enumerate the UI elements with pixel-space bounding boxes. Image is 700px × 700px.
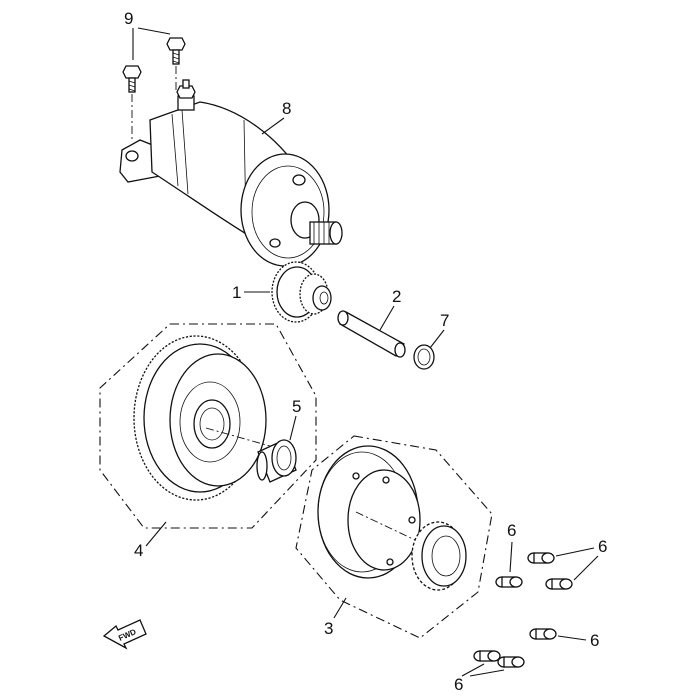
callout-label-7: 7 — [440, 311, 449, 330]
callout-label-6-upper-right: 6 — [598, 537, 607, 556]
callout-label-1: 1 — [232, 283, 241, 302]
callout-driven-gear: 4 — [134, 521, 167, 560]
callout-label-4: 4 — [134, 541, 143, 560]
washer — [413, 344, 435, 370]
needle-bearing — [256, 439, 297, 483]
callout-bolt-bottom: 6 — [454, 663, 505, 694]
callout-motor-bolt: 9 — [124, 9, 171, 60]
starter-driven-gear — [133, 335, 271, 501]
callout-bolt-lower-right: 6 — [557, 631, 599, 650]
callout-label-8: 8 — [282, 99, 291, 118]
motor-bolt-left — [122, 65, 142, 140]
starter-clutch-housing — [317, 445, 433, 579]
clutch-bolt-b — [545, 578, 573, 590]
callout-washer: 7 — [429, 311, 449, 349]
starter-motor — [119, 79, 343, 267]
clutch-bolt-e — [473, 650, 501, 662]
clutch-bolt-f — [497, 656, 525, 668]
callout-label-5: 5 — [292, 397, 301, 416]
callout-clutch-assembly: 3 — [324, 597, 347, 638]
callout-label-6-center: 6 — [507, 521, 516, 540]
clutch-bolt-c — [495, 576, 523, 588]
callout-starter-motor: 8 — [261, 99, 291, 135]
gear-group-boundary — [99, 323, 317, 529]
callout-label-9: 9 — [124, 9, 133, 28]
callout-bolt-center: 6 — [507, 521, 516, 573]
motor-bolt-right — [166, 37, 186, 92]
callout-needle-bearing: 5 — [289, 397, 301, 441]
callout-label-6-bottom: 6 — [454, 675, 463, 694]
gear-shaft — [337, 310, 406, 358]
callout-label-2: 2 — [392, 287, 401, 306]
one-way-clutch-ring — [411, 521, 467, 591]
clutch-bolt-a — [527, 552, 555, 564]
callout-label-6-lower-right: 6 — [590, 631, 599, 650]
callout-starter-gear: 1 — [232, 283, 270, 302]
fwd-arrow-icon: FWD — [102, 619, 147, 650]
starter-idle-gear — [271, 261, 332, 323]
clutch-bolt-d — [529, 628, 557, 640]
callout-shaft: 2 — [379, 287, 401, 331]
callout-bolt-upper-right: 6 — [555, 537, 607, 581]
callout-label-3: 3 — [324, 619, 333, 638]
